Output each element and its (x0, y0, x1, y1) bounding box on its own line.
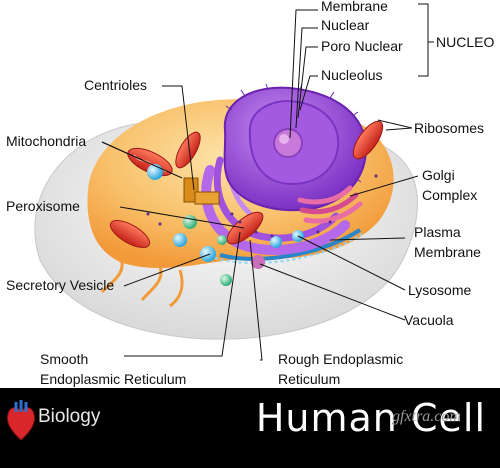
label-rough-er-line2: Reticulum (278, 371, 341, 387)
footer-title: Human Cell (255, 396, 486, 440)
footer-subject: Biology (38, 406, 101, 427)
ribosome-dots (146, 174, 378, 238)
label-smooth-er-line1: Smooth (40, 351, 89, 367)
label-membrane-nuclear-line1: Membrane (321, 0, 388, 14)
centrioles (183, 177, 220, 205)
label-golgi-line1: Golgi (422, 167, 455, 183)
label-plasma-membrane-line2: Membrane (414, 244, 481, 260)
golgi-complex (297, 185, 363, 224)
label-centrioles: Centrioles (84, 77, 148, 93)
footer-watermark: gfxtra.com (392, 408, 461, 425)
heart-icon (7, 400, 35, 441)
label-nucleolus: Nucleolus (321, 67, 383, 83)
leader-lines (101, 3, 434, 361)
label-secretory-vesicle: Secretory Vesicle (6, 277, 115, 293)
label-vacuola: Vacuola (404, 312, 454, 328)
label-membrane-nuclear-line2: Nuclear (321, 17, 370, 33)
nucleus (223, 83, 368, 212)
cell-illustration (34, 3, 434, 361)
label-rough-er-line1: Rough Endoplasmic (278, 351, 404, 367)
label-nucleo: NUCLEO (436, 34, 495, 50)
label-smooth-er-line2: Endoplasmic Reticulum (40, 371, 187, 387)
label-golgi-line2: Complex (422, 187, 478, 203)
label-plasma-membrane-line1: Plasma (414, 224, 461, 240)
label-peroxisome: Peroxisome (6, 198, 80, 214)
label-mitochondria: Mitochondria (6, 133, 87, 149)
plasma-membrane-rim (214, 228, 363, 265)
footer-banner: Biology Human Cell gfxtra.com (0, 388, 500, 468)
label-poro-nuclear: Poro Nuclear (321, 38, 403, 54)
label-ribosomes: Ribosomes (414, 120, 485, 136)
label-lysosome: Lysosome (408, 282, 472, 298)
